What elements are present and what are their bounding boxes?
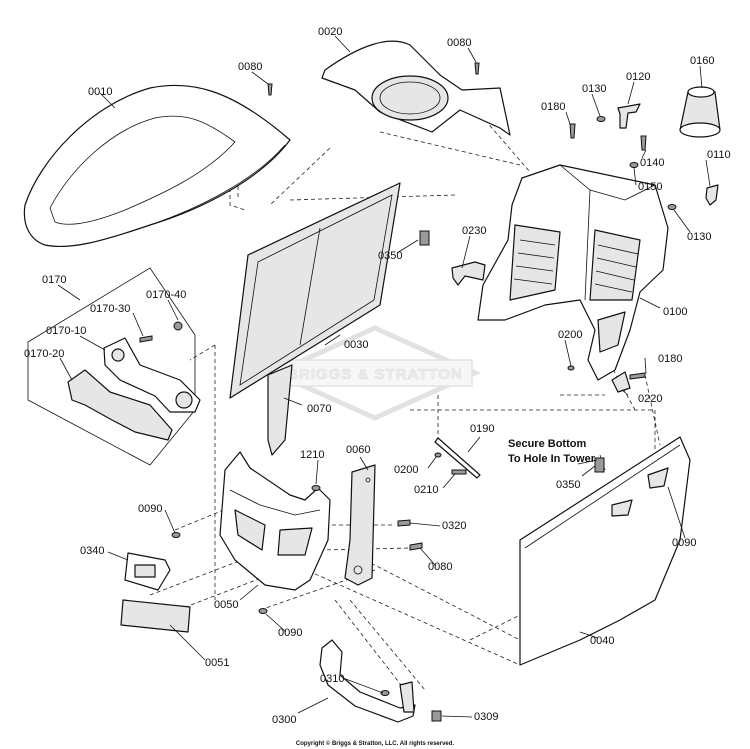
screw-0080-top-right — [474, 62, 480, 75]
label-0150: 0150 — [638, 181, 662, 193]
screw-0080-top-left — [267, 83, 273, 96]
label-0080-center: 0080 — [428, 561, 452, 573]
screw-0170-30 — [139, 335, 153, 343]
label-0210: 0210 — [414, 484, 438, 496]
label-0080-top-left: 0080 — [238, 61, 262, 73]
label-0320: 0320 — [442, 520, 466, 532]
part-0120-gauge — [617, 103, 641, 129]
label-0350-top: 0350 — [378, 250, 402, 262]
leader-lines — [57, 35, 711, 718]
part-0160-fuel-cap — [679, 86, 721, 138]
part-0230-bracket — [451, 261, 486, 286]
part-0100-tower — [477, 164, 669, 381]
label-0190: 0190 — [470, 423, 494, 435]
label-0140: 0140 — [640, 157, 664, 169]
watermark-logo: BRIGGS & STRATTON — [268, 325, 482, 421]
label-0090-left: 0090 — [138, 503, 162, 515]
label-0130-right: 0130 — [687, 231, 711, 243]
part-0051-decal — [120, 599, 191, 633]
label-0170-40: 0170-40 — [146, 289, 186, 301]
note-line-1: Secure Bottom — [508, 438, 586, 450]
assembly-note: Secure Bottom To Hole In Tower — [508, 438, 596, 465]
part-0040-side-panel — [519, 436, 691, 666]
part-0350-bumper-right — [594, 457, 605, 473]
label-0170-20: 0170-20 — [24, 348, 64, 360]
part-0300-bumper — [319, 639, 416, 723]
part-0060-side-bracket — [344, 464, 376, 586]
washer-1210 — [311, 485, 321, 491]
washer-0150 — [629, 162, 639, 168]
label-0070: 0070 — [307, 403, 331, 415]
part-0110-lamp — [705, 184, 719, 206]
note-line-2: To Hole In Tower — [508, 453, 596, 465]
washer-0090-bottom — [258, 608, 268, 614]
washer-0200-center — [434, 452, 442, 458]
part-0050-front-nose — [219, 451, 331, 591]
screw-0180-right — [629, 372, 646, 380]
label-0220: 0220 — [638, 393, 662, 405]
washer-0130-right — [667, 204, 677, 210]
label-0120: 0120 — [626, 71, 650, 83]
label-0170-10: 0170-10 — [46, 325, 86, 337]
screw-0140 — [640, 135, 647, 151]
part-0190-rod — [434, 437, 481, 479]
label-0170: 0170 — [42, 274, 66, 286]
part-labels: 0010 0020 0080 0080 0160 0120 0130 0180 … — [24, 26, 731, 726]
part-0030-screen — [229, 182, 401, 399]
label-0090-right: 0090 — [672, 537, 696, 549]
label-0060: 0060 — [346, 444, 370, 456]
label-0130-top: 0130 — [582, 83, 606, 95]
watermark-text: BRIGGS & STRATTON — [287, 366, 463, 383]
part-0070-bracket — [267, 364, 293, 456]
washer-0310 — [380, 690, 390, 696]
label-0180-right: 0180 — [658, 353, 682, 365]
label-0020: 0020 — [318, 26, 342, 38]
label-0100: 0100 — [663, 306, 687, 318]
screw-0080-center — [409, 542, 423, 551]
label-0310: 0310 — [320, 673, 344, 685]
part-0170-10-headlight-housing — [103, 337, 201, 413]
label-0180-top: 0180 — [541, 101, 565, 113]
label-0110: 0110 — [707, 149, 731, 161]
label-0300: 0300 — [272, 714, 296, 726]
washer-0130-top — [596, 116, 606, 122]
label-0230: 0230 — [462, 225, 486, 237]
label-0350-right: 0350 — [556, 479, 580, 491]
part-0020-dash-panel — [321, 40, 511, 136]
part-0350-bumper-top — [419, 230, 430, 246]
part-0340-plate-bracket — [124, 552, 171, 591]
label-0080-top-right: 0080 — [447, 37, 471, 49]
part-0010-hood-top — [23, 84, 291, 248]
copyright-text: Copyright © Briggs & Stratton, LLC. All … — [296, 740, 455, 747]
label-0030: 0030 — [344, 339, 368, 351]
washer-0200-right — [567, 365, 575, 371]
label-0160: 0160 — [690, 55, 714, 67]
label-0040: 0040 — [590, 635, 614, 647]
label-0010: 0010 — [88, 86, 112, 98]
screw-0320 — [397, 519, 411, 527]
label-0340: 0340 — [80, 545, 104, 557]
label-0200-center: 0200 — [394, 464, 418, 476]
washer-0090-left — [171, 532, 181, 538]
label-0200-right: 0200 — [558, 329, 582, 341]
label-0050: 0050 — [214, 599, 238, 611]
part-0170-20-headlight-lens — [67, 369, 173, 441]
label-0170-30: 0170-30 — [90, 303, 130, 315]
label-0051: 0051 — [205, 657, 229, 669]
label-0090-bottom: 0090 — [278, 627, 302, 639]
nut-0170-40 — [173, 321, 183, 331]
label-1210: 1210 — [300, 449, 324, 461]
part-0220-latch — [611, 371, 631, 393]
screw-0210 — [451, 469, 467, 475]
screw-0180-top — [569, 123, 576, 139]
part-0309-clip — [431, 710, 442, 722]
label-0309: 0309 — [474, 711, 498, 723]
